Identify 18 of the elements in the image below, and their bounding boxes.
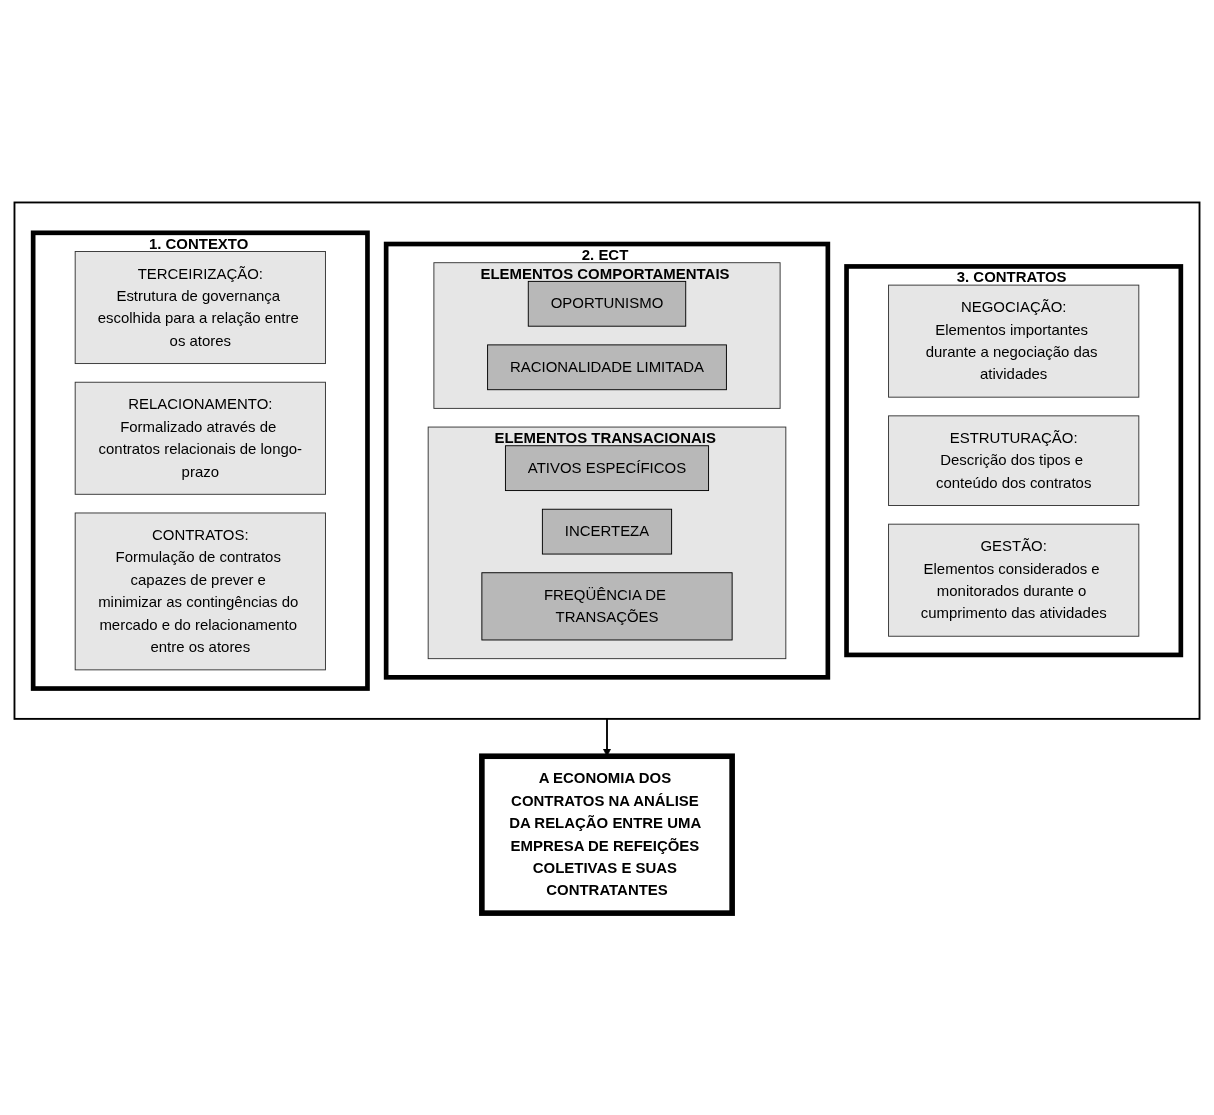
node-box xyxy=(888,415,1140,506)
node-box xyxy=(74,381,326,495)
cluster xyxy=(30,230,370,691)
node-box xyxy=(74,512,326,671)
cluster xyxy=(13,201,1201,720)
node-box xyxy=(504,444,710,491)
cluster xyxy=(433,261,781,409)
node-box xyxy=(541,508,673,555)
node-box xyxy=(527,280,687,327)
node-box xyxy=(74,250,326,364)
cluster xyxy=(844,263,1184,657)
cluster xyxy=(427,426,787,659)
node-box xyxy=(487,344,727,390)
node-box xyxy=(481,571,733,641)
node-box xyxy=(888,284,1140,398)
node-box xyxy=(888,523,1140,637)
cluster xyxy=(383,241,831,680)
node-box xyxy=(479,753,735,916)
